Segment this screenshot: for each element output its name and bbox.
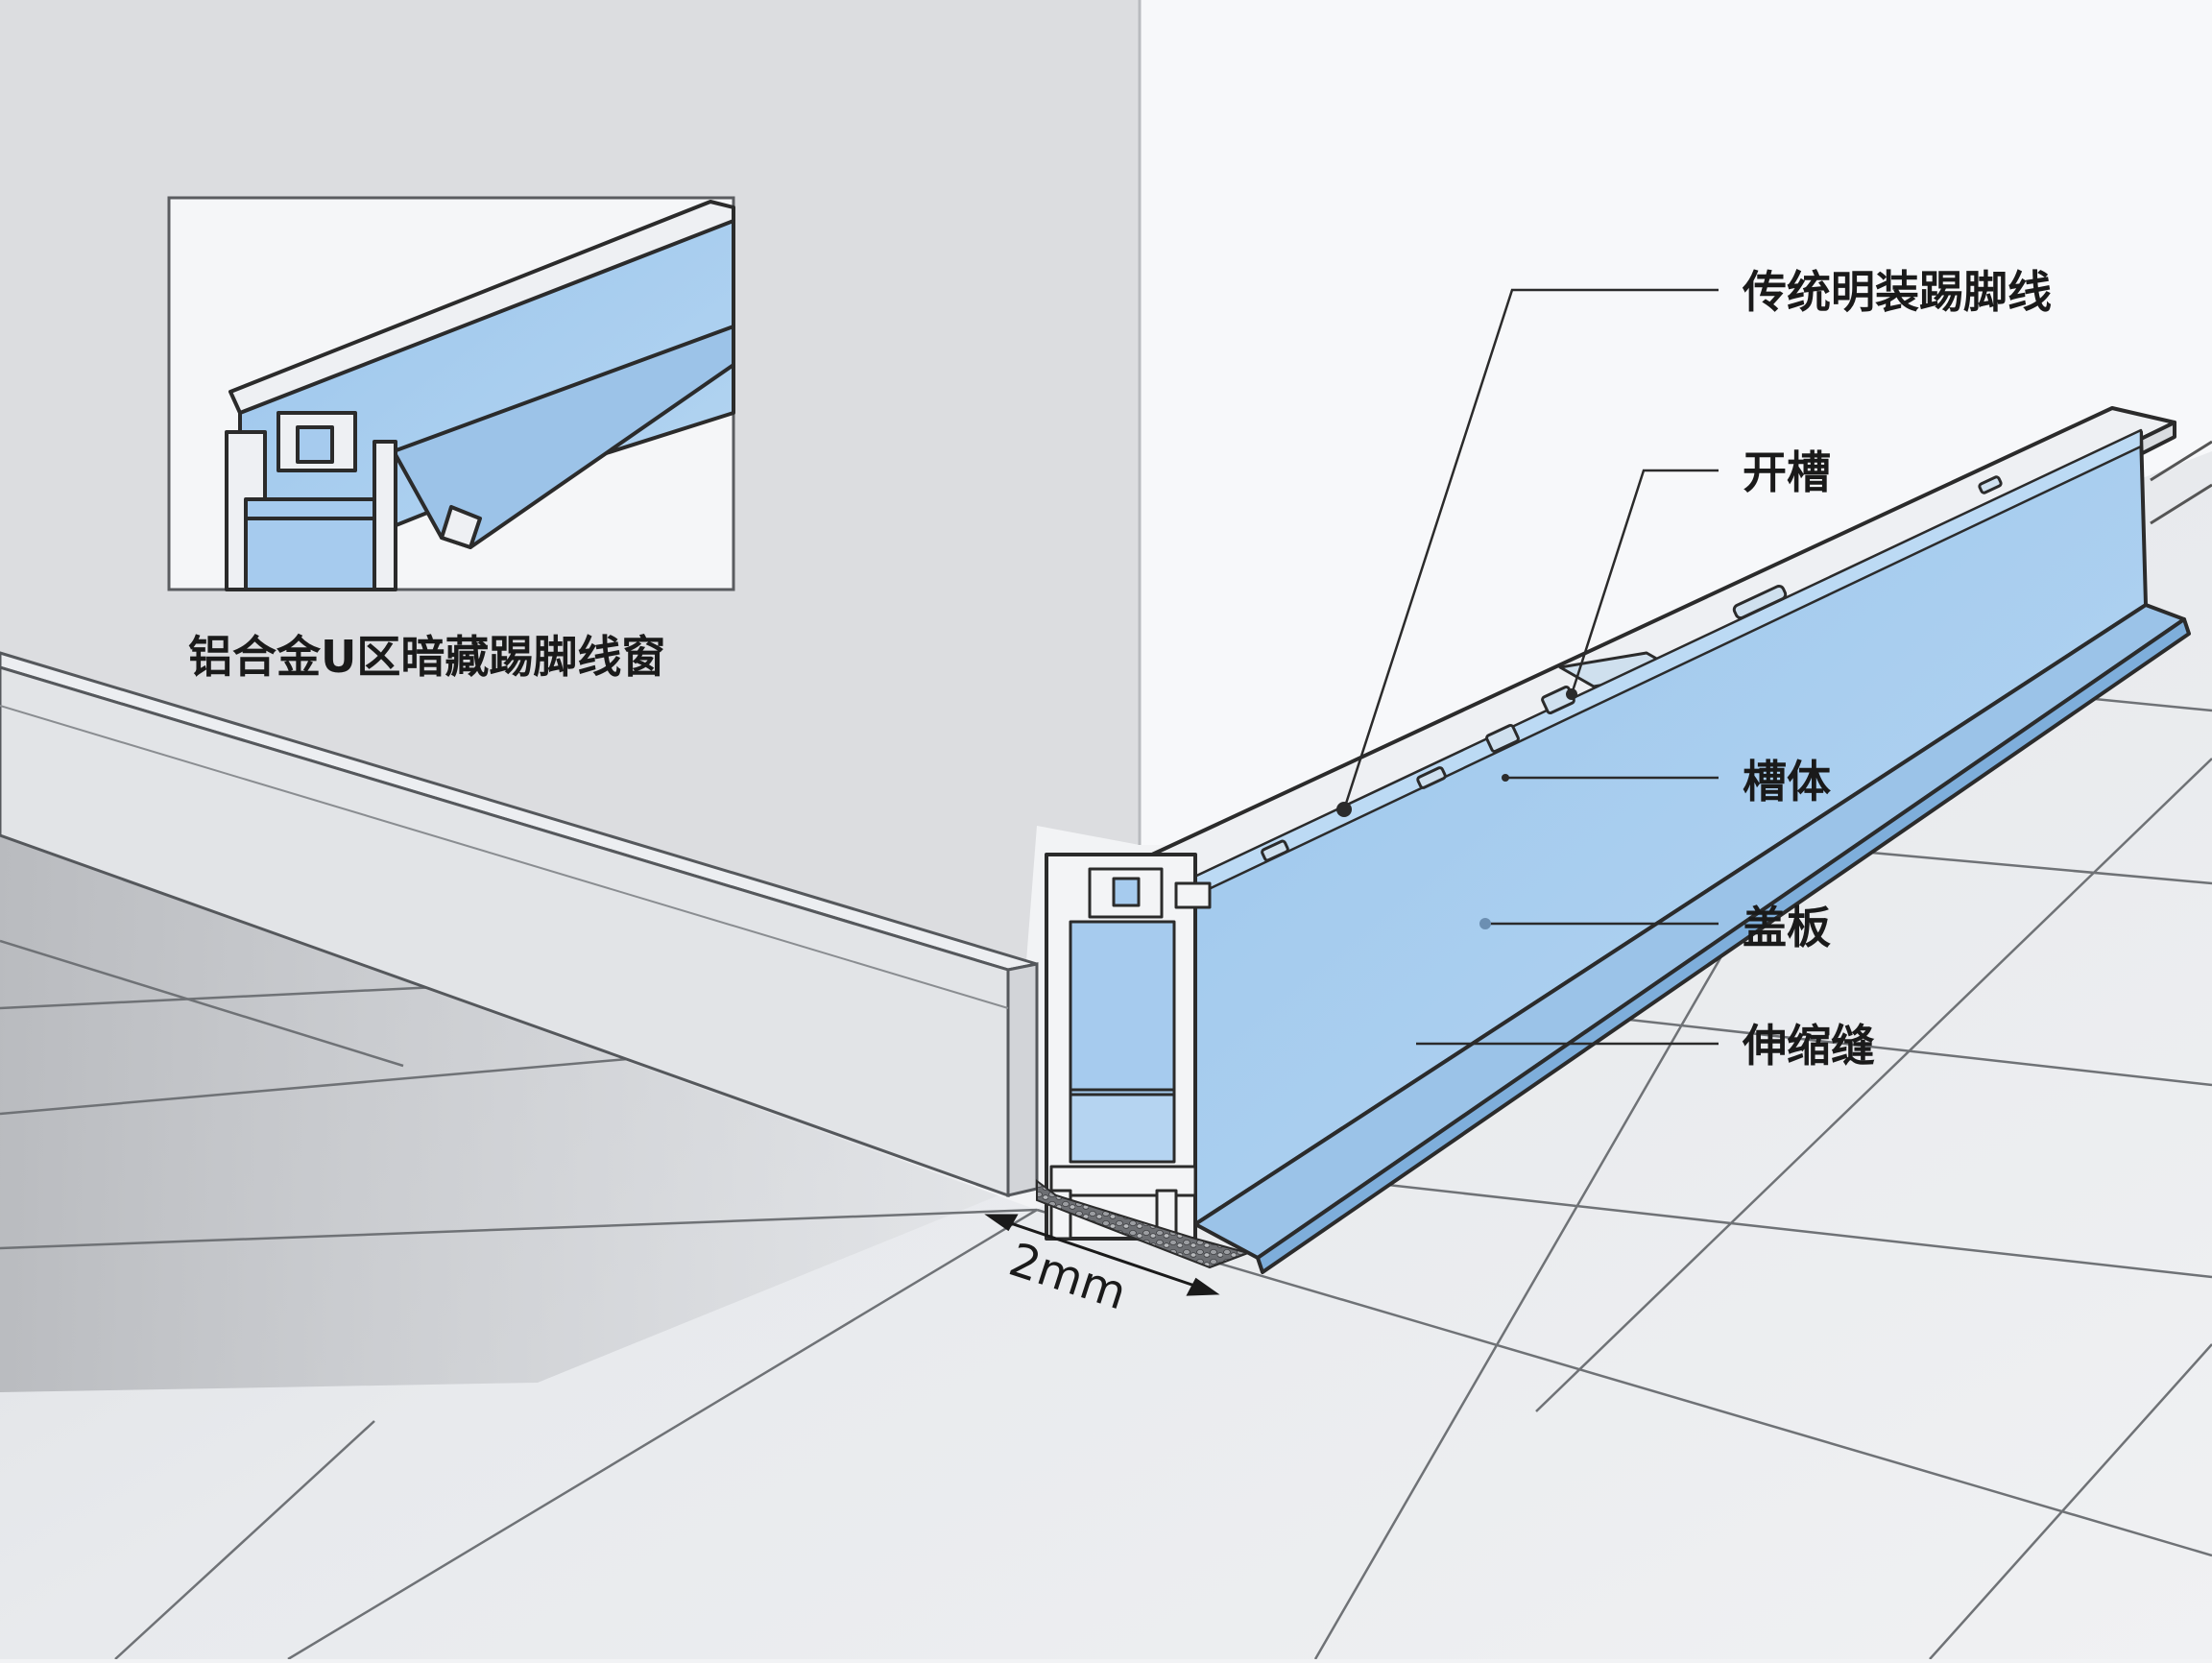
leader-traditional <box>1342 288 1719 810</box>
cap-slot <box>1261 839 1289 862</box>
inset-section-post <box>373 440 397 591</box>
inset-slanted-lip <box>392 325 735 549</box>
inset-caption: 铝合金U区暗藏踢脚线窗 <box>188 631 665 683</box>
label-expansion-joint: 伸缩缝 <box>1742 1020 1875 1072</box>
inset-section-cavity <box>244 497 392 591</box>
profile-section-lower <box>1069 1093 1176 1164</box>
label-traditional: 传统明装踢脚线 <box>1742 266 2052 318</box>
traditional-baseboard-end <box>1006 962 1039 1197</box>
callout-dot-channel <box>1502 774 1509 782</box>
baseboard-groove <box>0 705 1009 1009</box>
callout-dot-traditional <box>1336 802 1352 817</box>
label-channel: 槽体 <box>1743 756 1831 807</box>
right-wall <box>1140 0 2212 845</box>
callout-dots <box>1336 688 1577 929</box>
label-slot: 开槽 <box>1743 446 1831 498</box>
profile-section-foot <box>1049 1165 1197 1197</box>
cap-slot <box>1416 766 1447 789</box>
right-wall-baseline-2 <box>2150 440 2212 482</box>
gravel-gap-fill <box>1036 1179 1252 1269</box>
cap-slot <box>1978 475 2003 494</box>
dimension-gap <box>984 1214 1220 1296</box>
inset-detail <box>167 196 735 591</box>
callout-leaders <box>1342 288 1719 1046</box>
inset-section-head-inner <box>296 425 334 464</box>
callout-dot-cover <box>1479 918 1491 929</box>
inset-lip-edge <box>440 505 482 549</box>
cap-slot <box>1485 723 1520 754</box>
dimension-arrow-left <box>984 1214 1019 1232</box>
floor-tiles <box>0 689 2212 1661</box>
right-wall-baseline <box>2150 483 2212 525</box>
profile-section-wing <box>1174 881 1212 909</box>
cap-slot <box>1732 584 1788 620</box>
profile-flange-lip <box>1256 617 2191 1274</box>
label-cover: 盖板 <box>1743 902 1831 953</box>
callout-dot-slot <box>1566 688 1577 700</box>
profile-section-head-inner <box>1112 877 1141 907</box>
dimension-line <box>993 1216 1213 1293</box>
dimension-arrow-right <box>1186 1277 1220 1296</box>
floor-shadow <box>0 826 998 1392</box>
leader-slot <box>1570 469 1719 695</box>
